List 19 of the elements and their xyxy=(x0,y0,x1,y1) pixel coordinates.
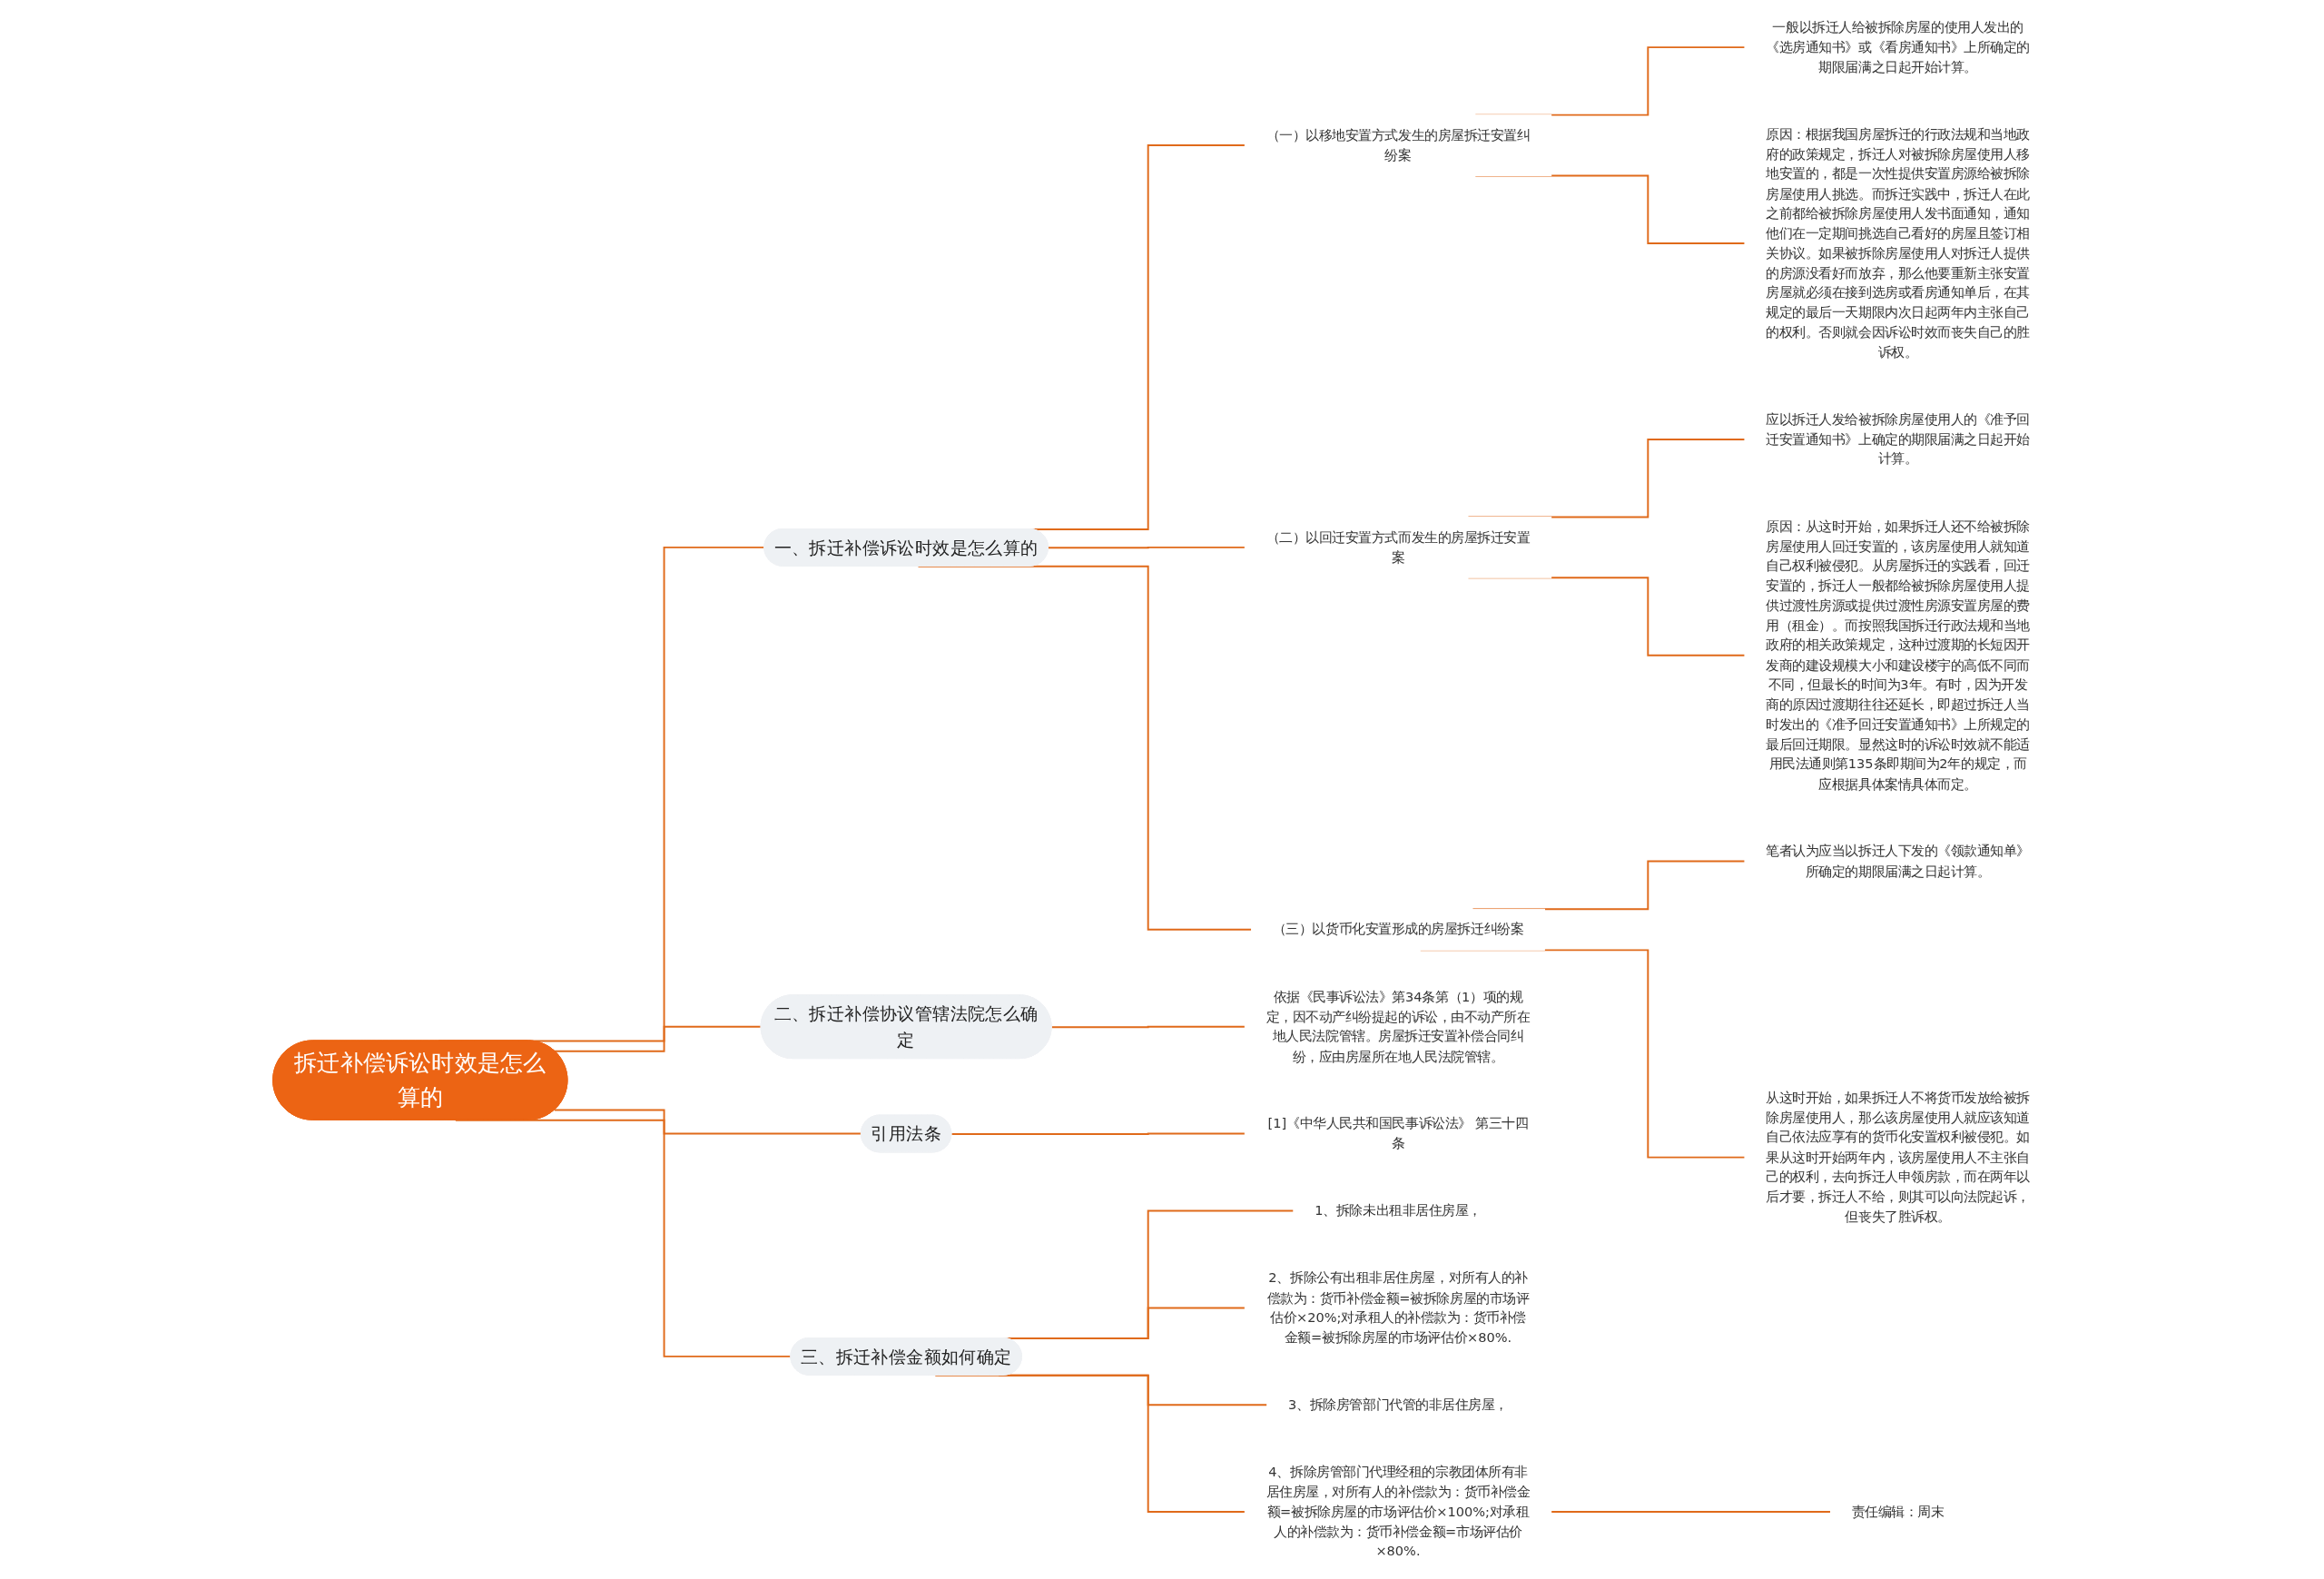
node-text: 3、拆除房管部门代管的非居住房屋， xyxy=(1288,1396,1508,1413)
connector xyxy=(554,1109,862,1135)
connector xyxy=(1047,546,1246,549)
node-text: 一般以拆迁人给被拆除房屋的使用人发出的《选房通知书》或《看房通知书》上所确定的期限届满之日起开始计算。 xyxy=(1766,19,2031,75)
node-text: 2、拆除公有出租非居住房屋，对所有人的补偿款为：货币补偿金额=被拆除房屋的市场评估价×20%;对承租人的补偿款为：货币补偿金额=被拆除房屋的市场评估价×80%. xyxy=(1266,1269,1530,1346)
node-text: 责任编辑：周末 xyxy=(1851,1504,1945,1520)
connector xyxy=(554,1025,763,1052)
node-text: 原因：根据我国房屋拆迁的行政法规和当地政府的政策规定，拆迁人对被拆除房屋使用人移地安置的，都是一次性提供安置房源给被拆除房屋使用人挑选。而拆迁实践中，拆迁人在此之前都给被拆除房屋使用人发书面通知，通知他们在一定期间挑选自己看好的房屋且签订相关协议。如果被拆除房屋使用人对拆迁人提供的房源没看好而放弃，那么他要重新主张安置房屋就必须在接到选房或看房通知单后，在其规定的最后一天期限内次日起两年内主张自己的权利。否则就会因诉讼时效而丧失自己的胜诉权。 xyxy=(1766,126,2031,360)
node-text: 从这时开始，如果拆迁人不将货币发放给被拆除房屋使用人，那么该房屋使用人就应该知道自己依法应享有的货币化安置权利被侵犯。如果从这时开始两年内，该房屋使用人不主张自己的权利，去向拆迁人申领房款，而在两年以后才要，拆迁人不给，则其可以向法院起诉，但丧失了胜诉权。 xyxy=(1766,1090,2031,1225)
connector xyxy=(1550,1511,1832,1514)
node-text: 依据《民事诉讼法》第34条第（1）项的规定，因不动产纠纷提起的诉讼，由不动产所在地人民法院管辖。房屋拆迁安置补偿合同纠纷，应由房屋所在地人民法院管辖。 xyxy=(1265,989,1531,1064)
connector xyxy=(950,1132,1246,1135)
node-text: 笔者认为应当以拆迁人下发的《领款通知单》所确定的期限届满之日起计算。 xyxy=(1766,843,2031,879)
node-text: 原因：从这时开始，如果拆迁人还不给被拆除房屋使用人回迁安置的，该房屋使用人就知道自己权利被侵犯。从房屋拆迁的实践看，回迁安置的，拆迁人一般都给被拆除房屋使用人提供过渡性房源或提供过渡性房源安置房屋的费用（租金）。而按照我国拆迁行政法规和当地政府的相关政策规定，这种过渡期的长短因开发商的建设规模大小和建设楼宇的高低不同而不同，但最长的时间为3年。有时，因为开发商的原因过渡期往往还延长，即超过拆迁人当时发出的《准予回迁安置通知书》上所规定的最后回迁期限。显然这时的诉讼时效就不能适用民法通则第135条即期间为2年的规定，而应根据具体案情具体而定。 xyxy=(1766,518,2031,792)
node-text: [1]《中华人民共和国民事诉讼法》 第三十四条 xyxy=(1267,1115,1529,1151)
node-text: 4、拆除房管部门代理经租的宗教团体所有非居住房屋，对所有人的补偿款为：货币补偿金额=被拆除房屋的市场评估价×100%;对承租人的补偿款为：货币补偿金额=市场评估价×80%. xyxy=(1265,1464,1531,1560)
node-text: 应以拆迁人发给被拆除房屋使用人的《准予回迁安置通知书》上确定的期限届满之日起开始计算。 xyxy=(1766,411,2031,468)
connector xyxy=(1050,1025,1246,1029)
node-text: 1、拆除未出租非居住房屋， xyxy=(1315,1202,1482,1219)
